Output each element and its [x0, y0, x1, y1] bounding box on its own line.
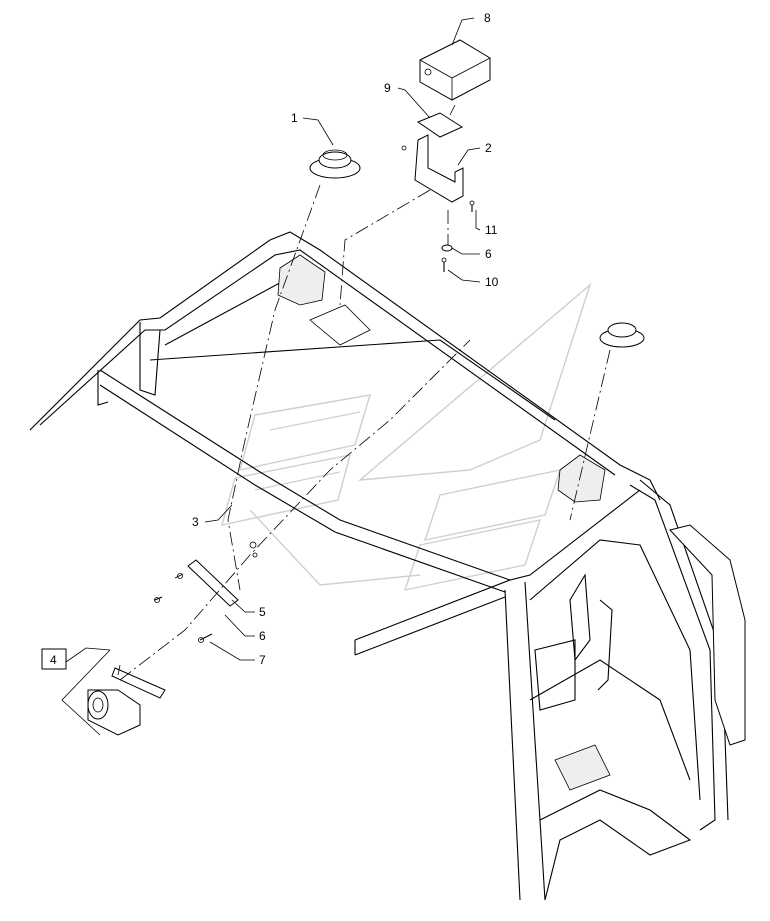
speaker-mounts: [277, 254, 606, 503]
leader-lines: [61, 17, 481, 736]
mount-bracket-part-5: [154, 541, 258, 643]
cab-roof-frame: [29, 231, 661, 656]
callout-labels: 1 2 3 4 5 6 6 7 8 9 10 11: [50, 11, 499, 667]
callout-6-bottom: 6: [259, 629, 266, 643]
callout-2: 2: [485, 141, 492, 155]
callout-box-4: [41, 648, 67, 670]
radio-part-8: [419, 39, 491, 101]
callout-10: 10: [485, 275, 499, 289]
callout-8: 8: [484, 11, 491, 25]
bracket-part-2: [401, 134, 464, 203]
assembly-lines: [119, 104, 611, 681]
callout-5: 5: [259, 605, 266, 619]
callout-6-top: 6: [485, 247, 492, 261]
watermark-logo: [221, 282, 592, 591]
callout-11: 11: [485, 223, 498, 237]
callout-7: 7: [259, 653, 266, 667]
callout-4: 4: [50, 653, 57, 667]
cab-door-frame: [504, 479, 746, 901]
hardware-stack: [441, 200, 475, 272]
callout-3: 3: [192, 515, 199, 529]
callout-9: 9: [384, 81, 391, 95]
speaker-part-1: [309, 149, 645, 348]
callout-1: 1: [291, 111, 298, 125]
pad-part-9: [416, 112, 464, 138]
